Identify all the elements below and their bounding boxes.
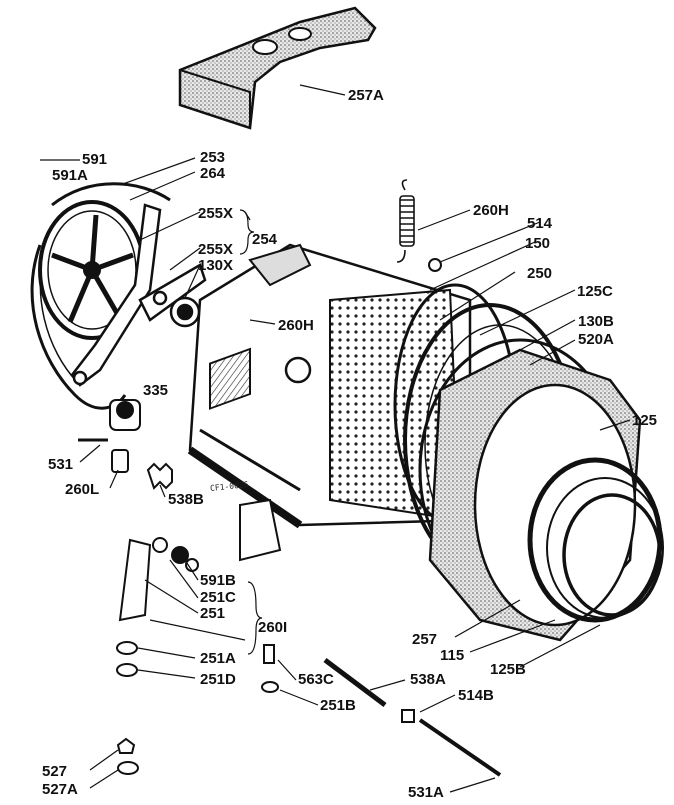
label-260h-top: 260H [473,202,509,219]
label-563c: 563C [298,671,334,688]
label-130x: 130X [198,257,234,274]
front-tub [428,348,642,642]
drum-bracket [70,203,207,387]
label-527a: 527A [42,781,78,798]
label-255x-upper: 255X [198,205,234,222]
label-254: 254 [252,231,278,248]
label-251a: 251A [200,650,236,667]
label-125c: 125C [577,283,613,300]
label-514b: 514B [458,687,494,704]
label-125: 125 [632,412,658,429]
label-514: 514 [527,215,553,232]
label-264: 264 [200,165,226,182]
label-251: 251 [200,605,226,622]
label-115: 115 [440,647,465,664]
leader-lines [40,84,631,793]
label-538a: 538A [410,671,446,688]
label-260h-mid: 260H [278,317,314,334]
label-251d: 251D [200,671,236,688]
label-335: 335 [143,382,169,399]
label-150: 150 [525,235,551,252]
label-250: 250 [527,265,553,282]
label-591b: 591B [200,572,236,589]
label-257: 257 [412,631,438,648]
label-591a: 591A [52,167,88,184]
small-parts [78,258,502,777]
label-260l: 260L [65,481,100,498]
label-251b: 251B [320,697,356,714]
label-531: 531 [48,456,74,473]
label-257a: 257A [348,87,384,104]
counterweight-top [178,6,377,130]
label-591: 591 [82,151,108,168]
spring-top [396,179,415,263]
label-253: 253 [200,149,226,166]
label-260i: 260I [258,619,288,636]
label-251c: 251C [200,589,236,606]
label-527: 527 [42,763,68,780]
label-125b: 125B [490,661,526,678]
door-gasket [527,457,664,623]
label-538b: 538B [168,491,204,508]
label-520a: 520A [578,331,614,348]
label-255x-lower: 255X [198,241,234,258]
label-130b: 130B [578,313,614,330]
label-531a: 531A [408,784,444,801]
